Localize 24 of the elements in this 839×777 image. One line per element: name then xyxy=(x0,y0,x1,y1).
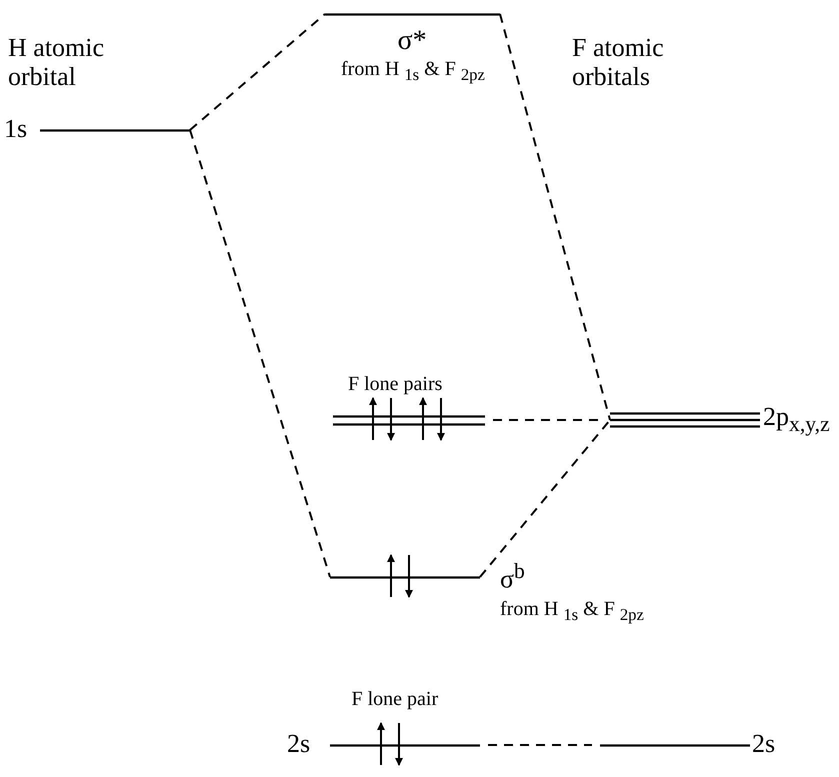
energy-level-line xyxy=(330,576,480,578)
orbital-origin-note: from H $_{1s}$ & F $_{2pz}$ xyxy=(341,58,485,84)
correlation-line xyxy=(189,13,326,131)
energy-level-line xyxy=(330,744,480,746)
orbital-origin-note: from H $_{1s}$ & F $_{2pz}$ xyxy=(500,598,644,624)
orbital-symbol: σ$^{b}$ xyxy=(500,560,525,594)
energy-level-line xyxy=(600,744,750,746)
energy-level-label: 1s xyxy=(4,115,28,144)
orbital-symbol: σ* xyxy=(398,26,427,57)
correlation-line xyxy=(499,14,611,420)
orbital-caption: F lone pairs xyxy=(348,373,442,395)
energy-level-label: 2s xyxy=(752,730,776,759)
correlation-line xyxy=(189,130,331,578)
correlation-line xyxy=(488,744,592,746)
column-heading: H atomic orbital xyxy=(8,34,106,92)
energy-level-line xyxy=(610,412,760,428)
energy-level-line xyxy=(40,128,190,132)
energy-level-label: 2p$_{x,y,z}$ xyxy=(763,403,830,438)
energy-level-label: 2s xyxy=(287,730,310,759)
column-heading: F atomic orbitals xyxy=(572,34,665,92)
orbital-caption: F lone pair xyxy=(352,688,438,710)
energy-level-line xyxy=(325,12,500,16)
energy-level-line xyxy=(333,414,485,426)
correlation-line xyxy=(479,419,611,578)
